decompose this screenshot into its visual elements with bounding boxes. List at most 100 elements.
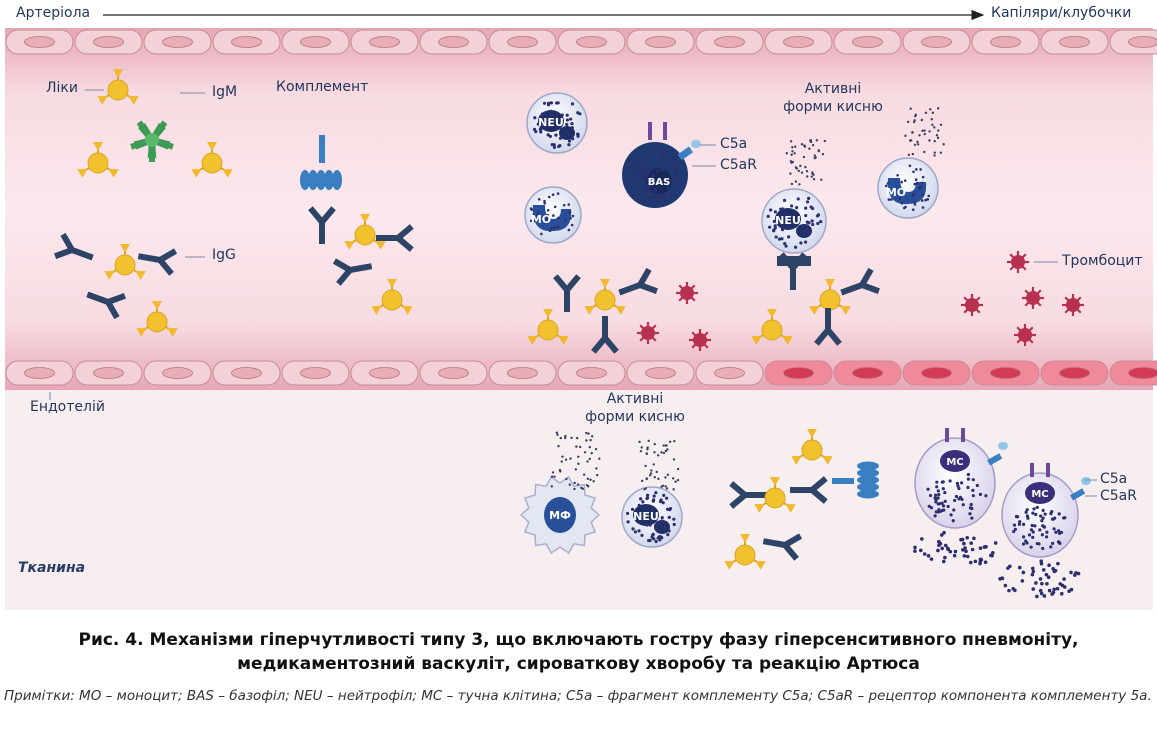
ros-particle xyxy=(575,445,578,448)
granule xyxy=(539,130,543,134)
granule xyxy=(1003,583,1008,588)
ros-particle xyxy=(579,445,582,449)
cell-nucleus xyxy=(852,367,883,379)
granule xyxy=(650,535,654,539)
ros-particle xyxy=(577,462,580,466)
drug-molecule xyxy=(97,69,139,105)
drug-molecule xyxy=(191,142,233,178)
granule xyxy=(787,235,791,239)
granule xyxy=(541,117,545,121)
ros-particle xyxy=(920,118,923,122)
c5a-fragment xyxy=(998,442,1008,450)
ros-particle xyxy=(665,444,668,447)
granule xyxy=(626,520,630,524)
ros-particle xyxy=(596,473,599,477)
ros-particle xyxy=(799,164,802,168)
granule xyxy=(926,487,930,491)
granule xyxy=(966,477,971,481)
granule xyxy=(1042,524,1046,529)
granule xyxy=(546,208,550,212)
cell-nucleus xyxy=(369,367,400,379)
granule xyxy=(1039,561,1044,566)
drug-core xyxy=(354,224,376,246)
granule xyxy=(780,228,785,232)
ros-particle xyxy=(553,475,556,478)
granule xyxy=(654,539,658,544)
granule xyxy=(549,101,554,105)
antibody-arm xyxy=(156,256,174,276)
ros-particle xyxy=(676,478,680,482)
ros-particle xyxy=(657,454,660,457)
granule xyxy=(1031,569,1036,574)
granule xyxy=(940,546,944,551)
granule xyxy=(900,180,903,184)
ros-particle xyxy=(789,172,792,175)
ros-particle xyxy=(913,143,917,147)
drug-tip xyxy=(600,279,610,288)
drug-tip xyxy=(77,168,88,178)
granule xyxy=(801,224,805,228)
granule xyxy=(805,200,810,204)
ros-particle xyxy=(793,152,796,155)
granule xyxy=(793,211,797,215)
granule xyxy=(799,241,803,245)
c5ar-receptor xyxy=(1070,488,1086,501)
granule xyxy=(1012,523,1017,527)
granule xyxy=(551,120,555,124)
granule xyxy=(951,519,955,523)
granule xyxy=(1031,511,1035,515)
granule xyxy=(1040,533,1044,537)
ros-particle xyxy=(904,134,907,138)
platelet-body xyxy=(680,286,694,300)
granule xyxy=(990,553,994,558)
cell-nucleus xyxy=(714,36,745,48)
granule xyxy=(784,244,788,248)
granule xyxy=(660,516,664,520)
mast-cell-nucleus xyxy=(1025,482,1055,504)
granule xyxy=(550,227,553,231)
granule xyxy=(558,123,562,127)
granule xyxy=(1030,566,1035,571)
ros-particle xyxy=(653,476,656,479)
granule xyxy=(647,162,652,166)
ros-particle xyxy=(914,115,917,118)
granule xyxy=(970,516,974,520)
granule xyxy=(656,521,660,525)
drug-tip xyxy=(767,309,777,318)
granule xyxy=(635,185,640,190)
ros-particle xyxy=(592,480,595,483)
antibody-stem xyxy=(618,282,642,296)
ros-particle xyxy=(644,487,647,490)
ros-particle xyxy=(585,431,588,435)
drug-tip xyxy=(558,335,569,345)
ros-particle xyxy=(589,438,592,442)
ros-particle xyxy=(645,452,649,455)
ros-particle xyxy=(551,471,555,474)
granule xyxy=(536,122,540,126)
drug-tip xyxy=(740,534,750,543)
granule xyxy=(915,168,918,171)
drug-tip xyxy=(360,214,370,223)
granule xyxy=(978,546,983,551)
granule xyxy=(675,167,680,172)
drug-core xyxy=(594,289,616,311)
ros-particle xyxy=(676,467,680,471)
c5ar-top-label: C5aR xyxy=(720,157,757,173)
platelet-body xyxy=(1018,328,1032,342)
platelet xyxy=(637,322,659,344)
cell-type-label: BAS xyxy=(648,177,671,188)
drugs-label: Ліки xyxy=(46,80,78,96)
antibody xyxy=(729,481,767,509)
fc-receptor xyxy=(945,428,949,442)
granule xyxy=(545,216,549,219)
granule xyxy=(659,148,664,153)
granule xyxy=(956,484,960,488)
granule xyxy=(1063,585,1067,589)
granule xyxy=(920,199,924,202)
granule xyxy=(945,546,950,551)
ros-particle xyxy=(664,485,667,488)
drug-tip xyxy=(207,142,217,151)
granule xyxy=(926,198,930,201)
cell-nucleus xyxy=(231,36,262,48)
cell-type-label: NEU xyxy=(633,510,659,523)
